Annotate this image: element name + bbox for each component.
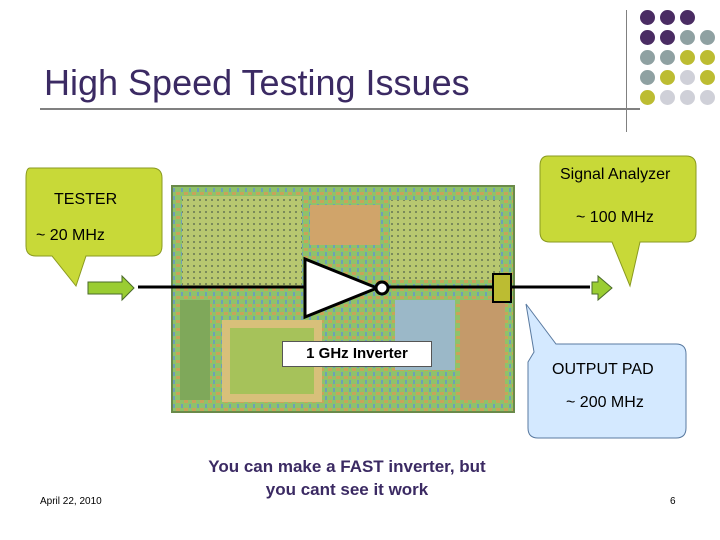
dot <box>640 10 655 25</box>
input-arrow <box>87 274 135 302</box>
tester-frequency: ~ 20 MHz <box>36 227 105 244</box>
slide-title: High Speed Testing Issues <box>44 62 470 103</box>
output-pad-label: OUTPUT PAD <box>552 361 654 378</box>
dot <box>660 30 675 45</box>
signal-analyzer-frequency: ~ 100 MHz <box>576 209 654 226</box>
output-arrow <box>591 274 613 302</box>
key-message-line-1: You can make a FAST inverter, but <box>208 457 486 476</box>
tester-callout <box>25 167 163 288</box>
inverter-label: 1 GHz Inverter <box>282 341 432 367</box>
signal-analyzer-label: Signal Analyzer <box>560 166 671 183</box>
dot <box>640 30 655 45</box>
signal-analyzer-callout <box>539 155 697 288</box>
output-pad-frequency: ~ 200 MHz <box>566 394 644 411</box>
footer-date: April 22, 2010 <box>40 496 102 507</box>
dot <box>700 50 715 65</box>
dot <box>680 90 695 105</box>
dot <box>700 90 715 105</box>
page-number: 6 <box>670 496 676 507</box>
dot <box>680 10 695 25</box>
dot <box>660 50 675 65</box>
dot <box>680 50 695 65</box>
title-horizontal-rule <box>40 108 640 110</box>
dot <box>660 90 675 105</box>
title-vertical-rule <box>626 10 627 132</box>
output-pad <box>492 273 512 303</box>
dot <box>640 90 655 105</box>
dot <box>660 10 675 25</box>
dot <box>640 50 655 65</box>
inverter-symbol <box>303 256 390 320</box>
chip-die-image <box>171 185 515 413</box>
dot <box>680 70 695 85</box>
dot <box>680 30 695 45</box>
dot <box>640 70 655 85</box>
dot <box>700 30 715 45</box>
key-message-line-2: you cant see it work <box>265 480 429 499</box>
output-pad-callout <box>525 303 687 439</box>
dot <box>700 70 715 85</box>
decorative-dot-grid <box>636 8 716 133</box>
key-message: You can make a FAST inverter, but you ca… <box>176 455 518 501</box>
tester-label: TESTER <box>54 191 118 208</box>
dot <box>660 70 675 85</box>
